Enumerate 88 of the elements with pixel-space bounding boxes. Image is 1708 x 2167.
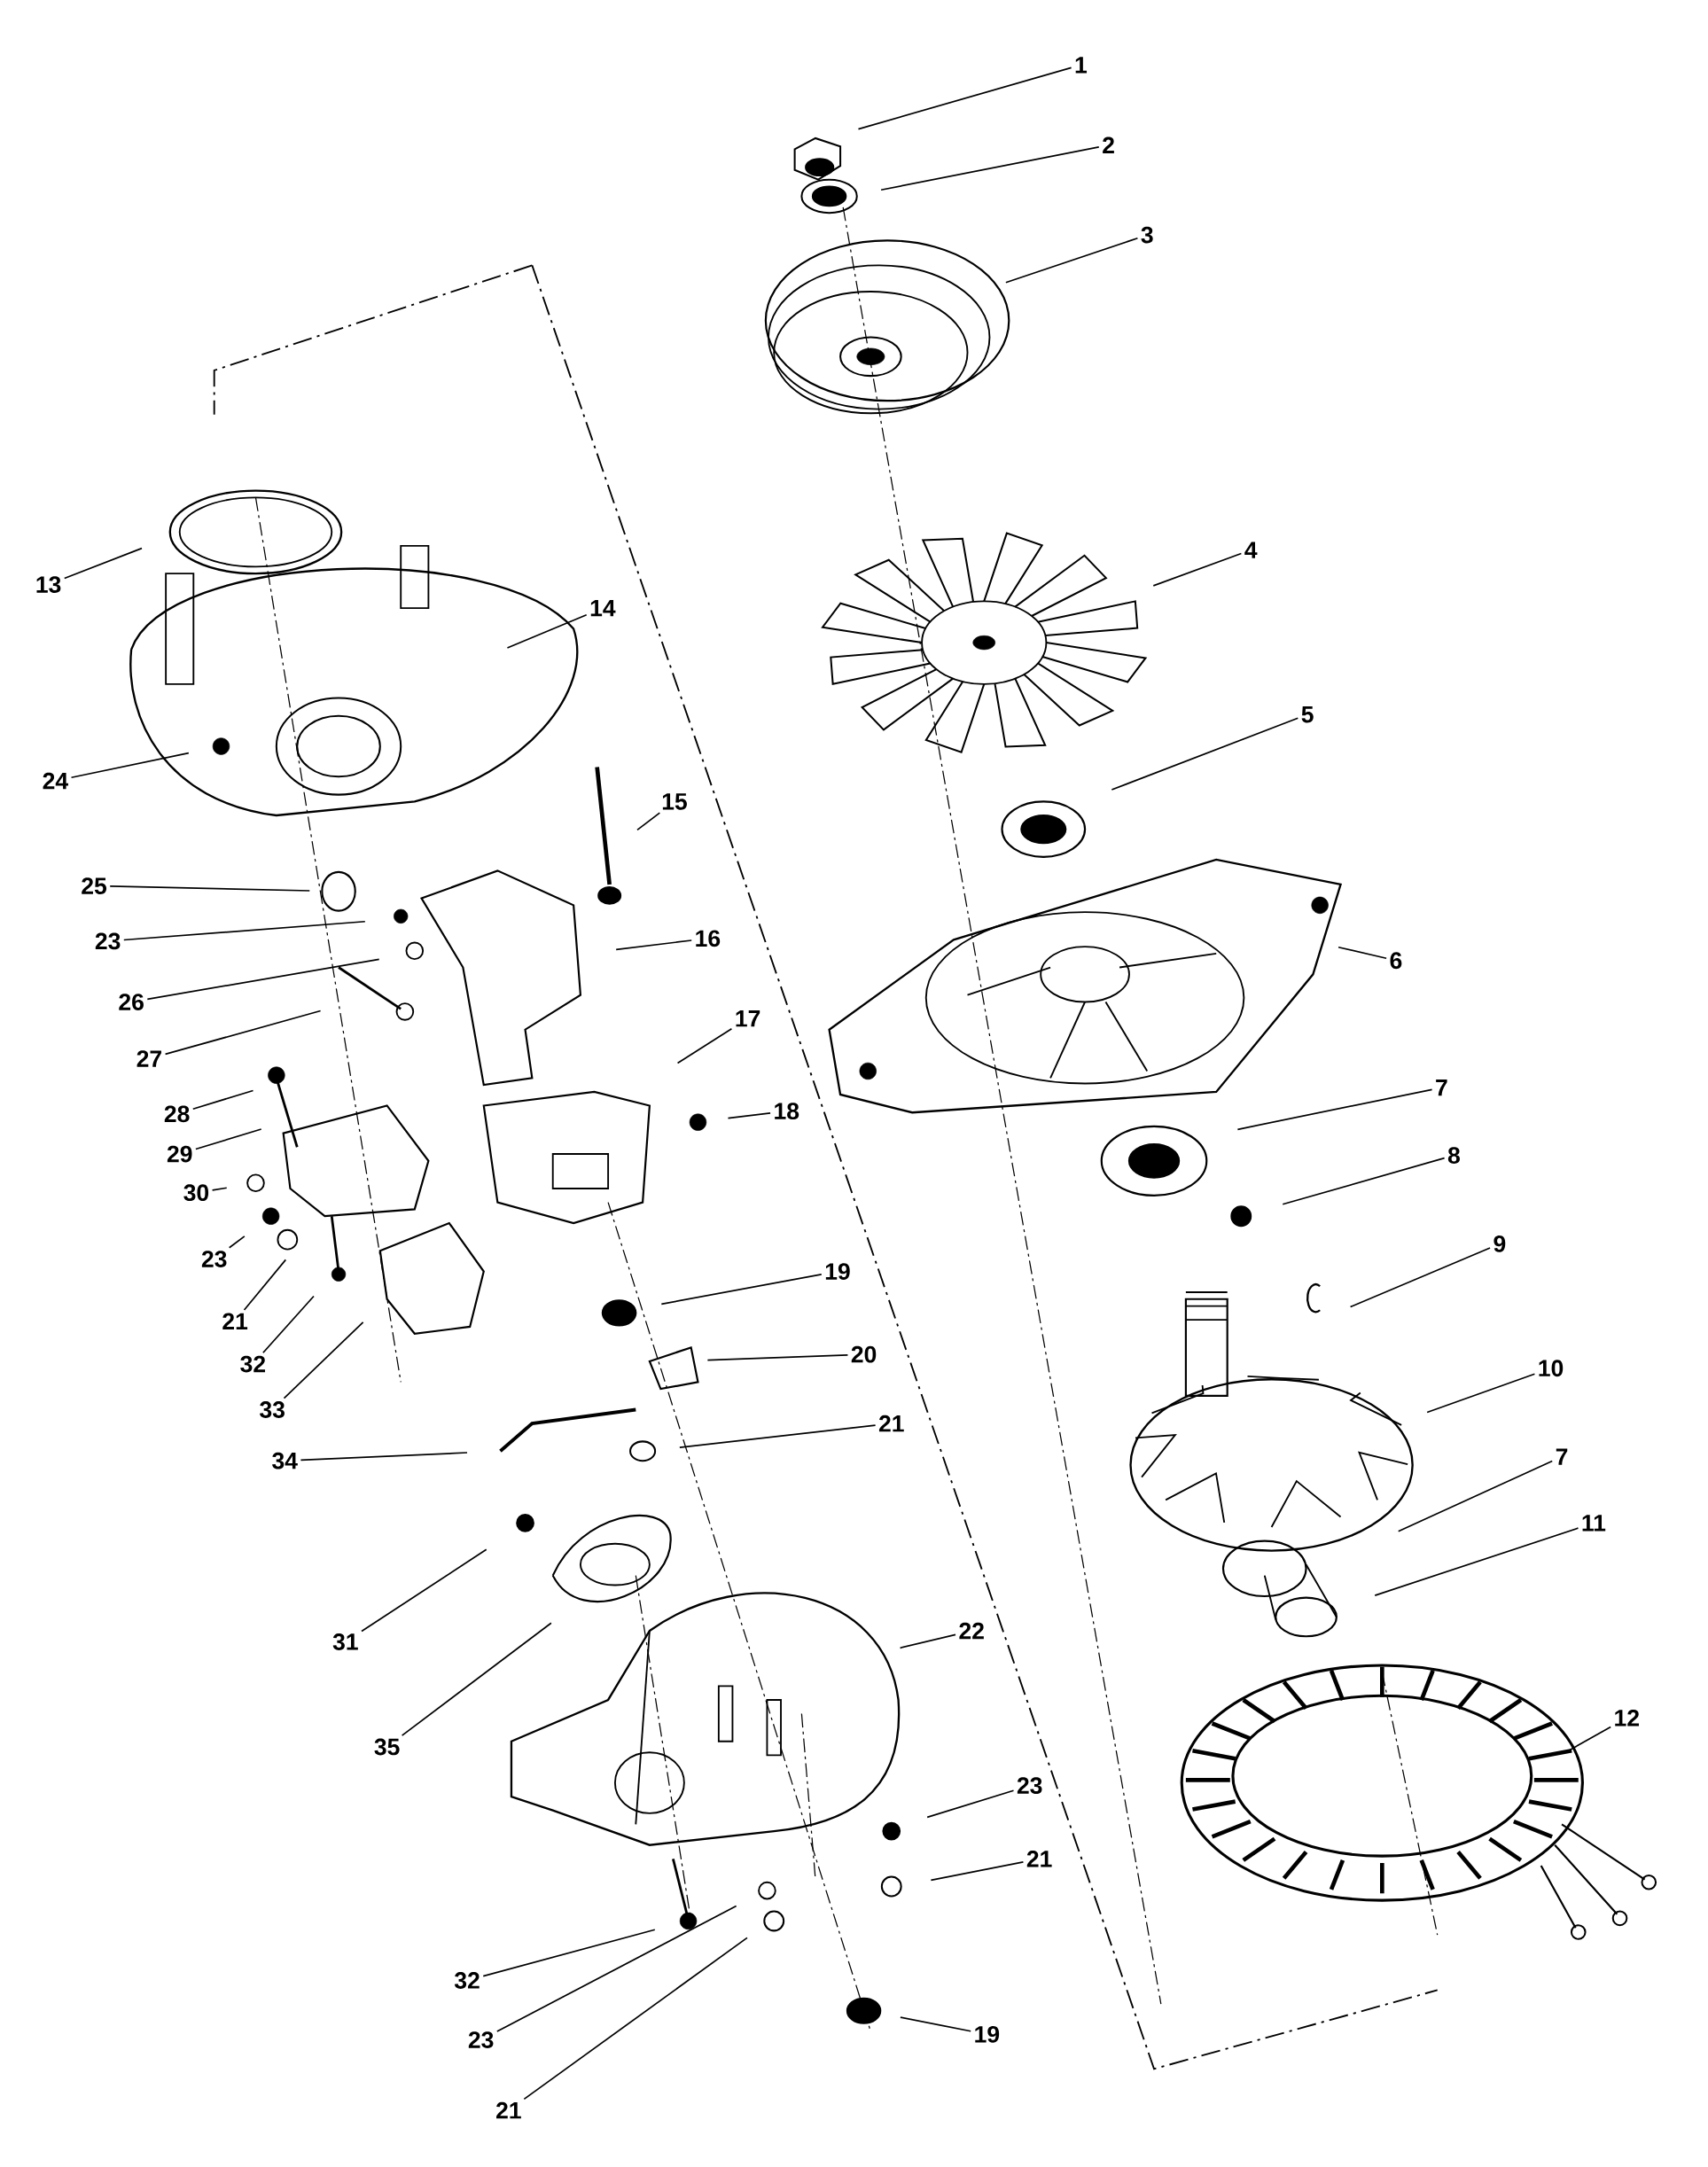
callout-number: 28 (164, 1105, 190, 1123)
callout-number: 17 (736, 1010, 760, 1027)
leader-line (243, 1259, 287, 1311)
leader-line (857, 66, 1072, 130)
leader-line (63, 547, 143, 580)
callout-number: 34 (271, 1452, 298, 1469)
leader-line (228, 1235, 246, 1249)
leader-line (706, 1353, 849, 1361)
callout-number: 23 (95, 932, 121, 950)
callout-number: 12 (1615, 1710, 1639, 1727)
leader-line (109, 885, 310, 892)
callout-number: 25 (82, 877, 106, 894)
callout-number: 7 (1556, 1448, 1568, 1465)
leader-line (615, 939, 692, 951)
leader-line (899, 2016, 971, 2032)
callout-number: 15 (662, 793, 687, 810)
callout-number: 21 (495, 2101, 521, 2119)
leader-line (1004, 237, 1139, 284)
callout-number: 19 (975, 2025, 999, 2043)
callout-number: 5 (1301, 705, 1314, 723)
leader-line (1111, 717, 1299, 791)
leader-line (523, 1937, 748, 2101)
callout-number: 6 (1390, 952, 1402, 970)
callout-number: 32 (240, 1355, 265, 1373)
leader-line (930, 1861, 1025, 1882)
callout-number: 20 (851, 1345, 877, 1363)
callout-number: 22 (959, 1622, 984, 1640)
leader-line (401, 1622, 552, 1736)
leader-line (1569, 1726, 1611, 1751)
callout-number: 26 (119, 994, 144, 1010)
callout-number: 23 (468, 2031, 494, 2048)
leader-line (361, 1548, 487, 1633)
callout-number: 29 (167, 1145, 192, 1163)
leader-line (880, 146, 1100, 191)
leader-line (727, 1112, 771, 1119)
callout-number: 18 (775, 1103, 799, 1120)
callout-number: 23 (1017, 1777, 1042, 1795)
leader-line (1349, 1247, 1491, 1308)
callout-number: 27 (136, 1050, 161, 1067)
leader-line (164, 1009, 322, 1056)
leader-line (283, 1321, 364, 1399)
callout-number: 24 (43, 772, 68, 790)
leader-line (926, 1789, 1015, 1819)
callout-number: 33 (259, 1401, 285, 1418)
callout-number: 11 (1582, 1515, 1606, 1532)
leader-line (1282, 1157, 1446, 1205)
callout-number: 3 (1141, 226, 1153, 244)
leader-line (146, 958, 380, 1001)
leader-line (70, 752, 190, 779)
callout-number: 19 (825, 1263, 850, 1280)
leader-line (1397, 1460, 1553, 1532)
callout-number: 2 (1103, 136, 1114, 153)
leader-line (1152, 552, 1243, 587)
callout-number: 21 (878, 1415, 904, 1432)
leader-line (899, 1633, 956, 1649)
callout-number: 30 (183, 1184, 208, 1202)
callout-number: 13 (36, 576, 61, 593)
callout-number: 10 (1539, 1360, 1564, 1377)
leader-line (636, 812, 661, 831)
callout-number: 9 (1494, 1236, 1506, 1252)
callout-number: 4 (1244, 542, 1258, 558)
callout-number: 21 (222, 1313, 247, 1329)
callout-number: 35 (374, 1738, 400, 1756)
leader-line (1338, 946, 1387, 960)
callout-number: 21 (1026, 1851, 1052, 1867)
callout-number: 16 (696, 930, 720, 947)
leader-line (482, 1929, 656, 1977)
leader-line (660, 1274, 823, 1306)
leader-line (261, 1295, 315, 1354)
leader-line (1426, 1373, 1536, 1414)
callout-number: 23 (201, 1251, 227, 1267)
leader-line (678, 1424, 877, 1448)
callout-number: 7 (1436, 1080, 1447, 1096)
callout-number: 31 (332, 1633, 358, 1650)
leader-line (194, 1128, 262, 1150)
leader-line (1374, 1527, 1579, 1596)
leader-line (1236, 1088, 1433, 1131)
leader-line (495, 1905, 737, 2032)
leader-line (122, 920, 366, 941)
callout-number: 8 (1447, 1147, 1460, 1164)
callout-number: 1 (1075, 57, 1087, 74)
leader-line (300, 1452, 468, 1462)
leader-line (676, 1027, 733, 1064)
leader-line (191, 1089, 254, 1111)
callout-number: 32 (454, 1972, 480, 1989)
leader-line (506, 613, 588, 649)
leader-line (211, 1187, 228, 1191)
callout-number: 14 (590, 600, 616, 617)
